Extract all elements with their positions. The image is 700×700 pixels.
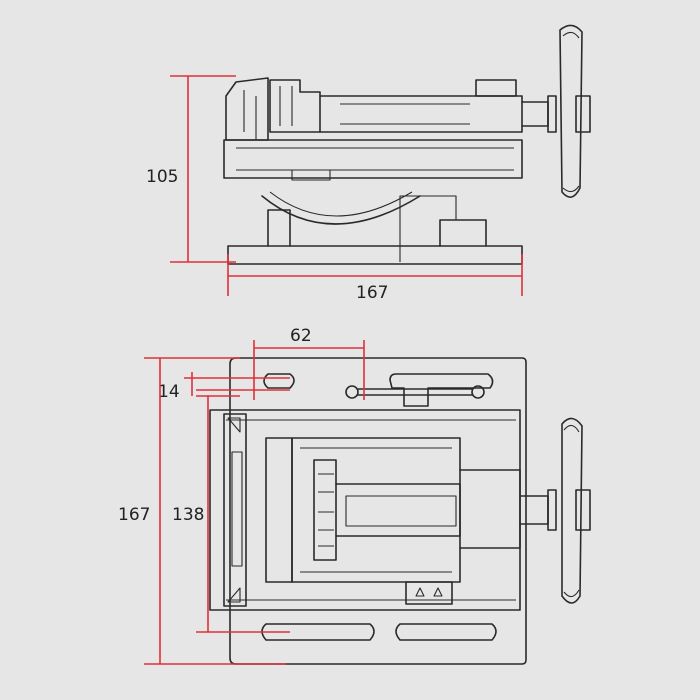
top-handle-hub: [519, 495, 549, 525]
side-movable-jaw: [269, 79, 321, 133]
top-rod-block: [389, 373, 494, 407]
top-handle-tip-top: [563, 424, 580, 433]
top-bottom-clamp-marks: [415, 587, 443, 597]
dim-62-label: 62: [290, 326, 312, 346]
dim-167-side-line: [227, 254, 523, 296]
side-base-plate: [227, 245, 523, 265]
side-handle-nut: [575, 95, 591, 133]
top-jaw-plate-2: [291, 437, 461, 583]
side-body-rail-line: [236, 147, 514, 171]
top-jaw-plate-1: [265, 437, 293, 583]
side-screw-line: [340, 103, 470, 125]
side-base-step-left: [267, 209, 291, 247]
top-fixed-jaw-notch-bottom: [227, 587, 241, 603]
side-body-slot: [291, 170, 331, 181]
dim-167-top-line: [144, 357, 286, 665]
top-handle-collar: [547, 489, 557, 531]
side-swivel-arc-inner: [269, 191, 413, 217]
top-screw-housing: [335, 483, 461, 537]
dim-14-line: [184, 372, 290, 396]
dim-138-line: [196, 395, 290, 633]
side-handle-bar: [559, 24, 583, 198]
side-view: 105 167: [146, 24, 591, 303]
top-rod: [357, 388, 473, 396]
dim-105-label: 105: [146, 167, 178, 187]
top-screw-inner: [345, 495, 457, 527]
side-swivel-arc: [261, 195, 421, 225]
top-handle-bar: [561, 417, 583, 604]
top-fixed-jaw-notch-top: [227, 417, 241, 433]
top-fixed-jaw-face: [231, 451, 243, 567]
side-base-inner: [399, 195, 457, 262]
top-body-outer: [209, 409, 521, 611]
top-rod-end-left: [345, 385, 359, 399]
top-movable-jaw-steps: [318, 473, 334, 547]
top-base-plate: [229, 357, 527, 665]
side-handle-collar: [547, 95, 557, 133]
dim-138-label: 138: [172, 505, 204, 525]
top-fixed-jaw: [223, 413, 247, 607]
dim-167-top-label: 167: [118, 505, 150, 525]
side-movable-jaw-detail: [279, 86, 293, 126]
top-handle-nut: [575, 489, 591, 531]
side-screw-housing: [319, 95, 523, 133]
top-handle-tip-bottom: [563, 589, 580, 598]
side-handle-hub: [521, 101, 549, 127]
side-base-step-right: [439, 219, 487, 247]
top-screw-end: [459, 469, 521, 549]
top-view: 62 14 167 138: [118, 326, 591, 665]
dim-105-line: [170, 75, 236, 263]
top-slot-left: [263, 373, 295, 389]
side-screw-block: [475, 79, 517, 97]
dim-62-line: [253, 340, 365, 400]
dim-167-side-label: 167: [356, 283, 388, 303]
top-slot-bottom-right: [395, 623, 497, 641]
top-bottom-clamp: [405, 581, 453, 605]
side-body-rail: [223, 139, 523, 179]
side-fixed-jaw-detail: [243, 90, 257, 140]
side-handle-tip-bottom: [562, 185, 580, 193]
dim-14-label: 14: [158, 382, 180, 402]
top-slot-bottom-left: [261, 623, 375, 641]
top-movable-jaw: [313, 459, 337, 561]
top-jaw-line: [300, 447, 452, 573]
top-rod-end-right: [471, 385, 485, 399]
side-fixed-jaw: [225, 77, 269, 141]
side-handle-tip-top: [562, 31, 580, 39]
top-body-inner: [226, 419, 516, 601]
